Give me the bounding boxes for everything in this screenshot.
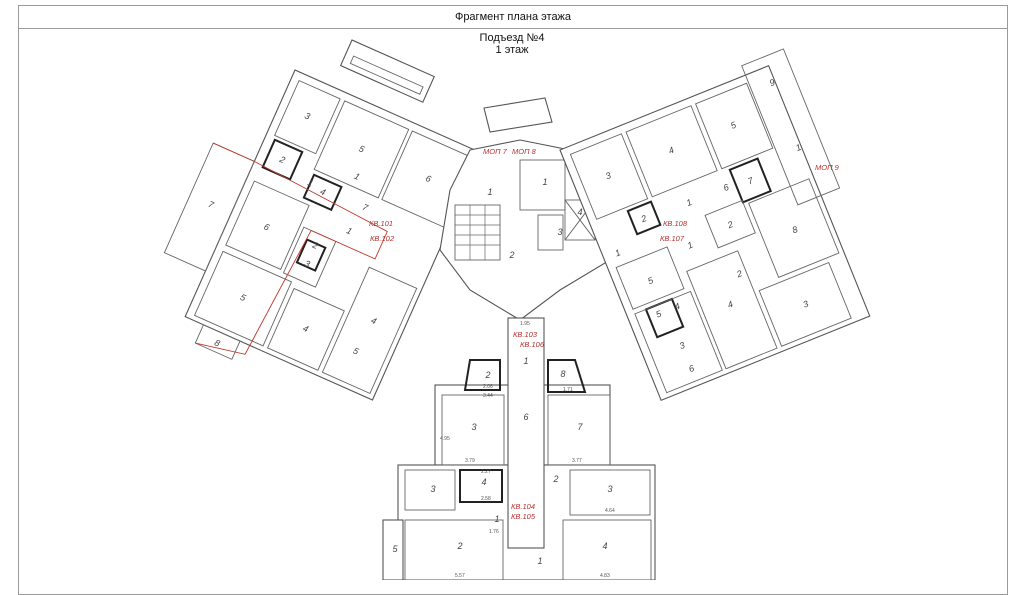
room-number: 1 xyxy=(542,177,547,187)
apartment-label: МОП 9 xyxy=(815,163,840,172)
room-number: 1 xyxy=(345,225,354,236)
dimension: 4.83 xyxy=(600,573,610,579)
room-number: 6 xyxy=(424,173,433,184)
room-number: 7 xyxy=(746,175,755,187)
apartment-label: КВ.108 xyxy=(663,219,688,228)
room-number: 2 xyxy=(456,541,462,551)
dimension: 1.95 xyxy=(520,321,530,327)
floor-label: 1 этаж xyxy=(495,44,529,56)
room-number: 1 xyxy=(523,356,528,366)
room-number: 4 xyxy=(319,186,328,197)
room-number: 2 xyxy=(484,370,490,380)
room-number: 4 xyxy=(370,315,379,326)
dimension: 4.64 xyxy=(605,508,615,514)
apartment-label: КВ.106 xyxy=(520,340,545,349)
room-number: 5 xyxy=(392,544,398,554)
room-number: 2 xyxy=(310,239,320,251)
apartment-label: КВ.105 xyxy=(511,512,536,521)
room-number: 8 xyxy=(791,224,799,235)
dimension: 5.57 xyxy=(455,573,465,579)
room-number: 5 xyxy=(646,275,655,287)
apartment-label: КВ.103 xyxy=(513,330,538,339)
room-number: 4 xyxy=(673,301,681,312)
center-block: 2 3 6 7 8 4 3 2 3 1 2 1 4 5 1 3.44 2.06 … xyxy=(382,317,656,580)
room-number: 8 xyxy=(560,369,565,379)
room-number: 2 xyxy=(734,268,743,280)
room-number: 2 xyxy=(639,213,648,225)
room-number: 3 xyxy=(303,258,312,269)
apartment-label: МОП 8 xyxy=(512,147,537,156)
room-number: 6 xyxy=(262,221,271,232)
room-number: 3 xyxy=(303,110,312,121)
room-number: 5 xyxy=(352,346,362,358)
dimension: 3.77 xyxy=(572,458,582,464)
apartment-label: КВ.101 xyxy=(369,219,393,228)
room-number: 9 xyxy=(768,77,776,88)
room-number: 3 xyxy=(801,299,809,310)
room-number: 6 xyxy=(722,182,730,193)
room-number: 3 xyxy=(607,484,612,494)
room-number: 2 xyxy=(277,154,287,166)
room-number: 5 xyxy=(654,308,663,320)
room-number: 4 xyxy=(301,323,310,334)
apartment-label: МОП 7 xyxy=(483,147,508,156)
room-number: 5 xyxy=(357,143,367,155)
room-number: 2 xyxy=(725,219,734,231)
apartment-label: КВ.107 xyxy=(660,234,685,243)
dimension: 1.71 xyxy=(563,387,573,393)
room-number: 6 xyxy=(687,363,695,374)
room-number: 2 xyxy=(552,474,558,484)
room-number: 7 xyxy=(361,202,371,214)
room-number: 3 xyxy=(604,170,612,181)
room-number: 1 xyxy=(685,197,693,208)
dimension: 3.44 xyxy=(483,393,493,399)
entrance-label: Подъезд №4 xyxy=(479,32,545,44)
sheet-title: Фрагмент плана этажа xyxy=(19,6,1007,29)
dimension: 2.27 xyxy=(481,469,491,475)
apartment-labels: МОП 7 МОП 8 МОП 9 КВ.101 КВ.102 КВ.103 К… xyxy=(369,147,840,521)
room-number: 1 xyxy=(494,514,499,524)
room-number: 1 xyxy=(614,247,622,258)
room-number: 1 xyxy=(686,240,694,251)
room-number: 3 xyxy=(557,227,562,237)
balcony-left xyxy=(339,39,435,103)
floor-plan: 3 5 6 2 4 7 1 6 1 5 2 3 4 5 4 8 7 1 1 1 … xyxy=(163,39,871,580)
dimension: 1.76 xyxy=(489,529,499,535)
room-number: 1 xyxy=(537,556,542,566)
room-number: 1 xyxy=(306,177,315,188)
room-number: 4 xyxy=(726,299,734,310)
room-number: 7 xyxy=(577,422,583,432)
dimension: 4.95 xyxy=(440,436,450,442)
room-number: 5 xyxy=(729,119,738,131)
dimension: 3.79 xyxy=(465,458,475,464)
room-number: 4 xyxy=(577,207,582,217)
room-number: 3 xyxy=(678,340,686,351)
room-number: 4 xyxy=(481,477,486,487)
dimension: 2.06 xyxy=(483,384,493,390)
stair-core: 1 1 2 3 4 xyxy=(439,97,611,321)
room-number: 2 xyxy=(508,250,514,260)
apartment-label: КВ.104 xyxy=(511,502,535,511)
room-number: 1 xyxy=(794,142,802,153)
left-wing: 3 5 6 2 4 7 1 6 1 5 2 3 4 5 4 8 7 1 xyxy=(163,69,484,401)
room-number: 3 xyxy=(430,484,435,494)
room-number: 1 xyxy=(487,187,492,197)
room-number: 5 xyxy=(239,292,249,304)
room-number: 4 xyxy=(602,541,607,551)
room-number: 7 xyxy=(207,199,217,211)
room-number: 6 xyxy=(523,412,528,422)
dimension: 2.58 xyxy=(481,496,491,502)
right-wing: 3 4 5 9 1 2 6 7 1 8 5 2 1 3 4 3 6 5 4 1 … xyxy=(559,48,871,402)
apartment-label: КВ.102 xyxy=(370,234,395,243)
room-number: 3 xyxy=(471,422,476,432)
room-number: 8 xyxy=(213,337,222,348)
room-number: 1 xyxy=(353,171,362,182)
room-number: 4 xyxy=(667,145,675,156)
